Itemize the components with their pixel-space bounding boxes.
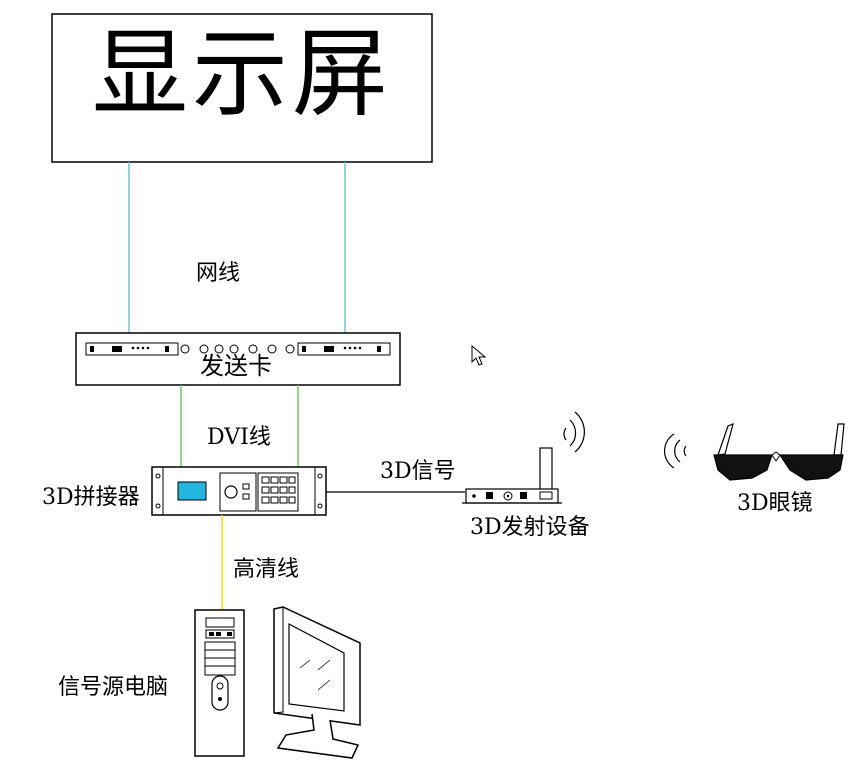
emitter-label: 3D发射设备	[470, 515, 590, 540]
glasses-device	[713, 422, 845, 481]
emitter-device	[462, 447, 562, 504]
source-pc-label: 信号源电脑	[58, 675, 169, 700]
network-cable-label: 网线	[196, 261, 241, 286]
splicer-device	[151, 466, 327, 516]
splicer-label: 3D拼接器	[42, 485, 140, 510]
wireless-signal-icon	[664, 433, 687, 469]
sender-card-device	[75, 332, 401, 386]
hd-cable-label: 高清线	[233, 557, 300, 582]
wireless-signal-icon	[563, 411, 585, 453]
signal-cable-label: 3D信号	[380, 459, 456, 484]
dvi-cable-label: DVI线	[207, 425, 271, 450]
pc-tower	[194, 609, 245, 757]
pc-monitor	[273, 606, 361, 759]
display-screen	[51, 13, 433, 163]
mouse-cursor-icon	[471, 344, 487, 366]
glasses-label: 3D眼镜	[737, 491, 813, 516]
sender-card-label: 发送卡	[200, 352, 272, 380]
display-title: 显示屏	[92, 18, 392, 130]
